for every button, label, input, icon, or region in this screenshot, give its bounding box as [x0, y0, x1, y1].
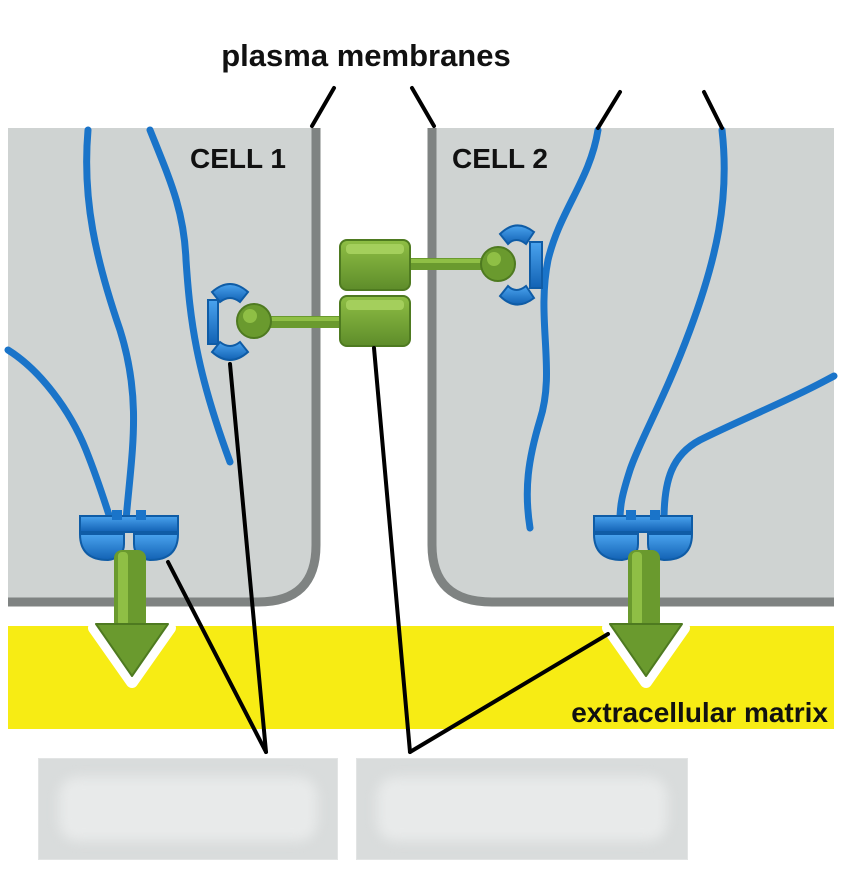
plasma-membrane-pointer-1	[310, 86, 336, 128]
extracellular-matrix-label: extracellular matrix	[571, 697, 828, 728]
cell-1-plasma-membrane	[8, 128, 321, 607]
label-line-right-b	[408, 632, 610, 754]
cell-2-matrix-anchor	[592, 510, 694, 562]
cell-1-matrix-anchor	[78, 510, 180, 562]
cell-1-fiber-3	[4, 346, 114, 522]
cell-2-adhesion-linker	[404, 246, 516, 282]
cell-1-fiber-2	[146, 126, 234, 466]
plasma-membrane-pointer-4	[702, 90, 724, 130]
cell-1-adhesion-linker	[236, 303, 348, 339]
cell-2-adhesion-clamp	[498, 224, 543, 306]
cell-2-label: CELL 2	[452, 143, 548, 174]
blank-label-box-left-fill	[59, 777, 317, 841]
label-line-right-a	[372, 346, 412, 754]
blank-label-box-right	[356, 758, 688, 860]
label-line-left-a	[166, 560, 268, 754]
plasma-membrane-pointer-2	[410, 86, 436, 128]
cell-1-label: CELL 1	[190, 143, 286, 174]
cell-1-adhesion-clamp	[207, 283, 250, 361]
adhesion-protein-lower	[339, 295, 411, 347]
blank-label-box-right-fill	[377, 777, 667, 841]
label-line-left-b	[228, 362, 268, 754]
cell-1-matrix-arrow	[88, 550, 176, 688]
cell-2-fiber-3	[660, 372, 838, 524]
cell-2-matrix-arrow	[602, 550, 690, 688]
adhesion-protein-upper	[339, 239, 411, 291]
plasma-membranes-label: plasma membranes	[221, 38, 510, 73]
cell-1-fiber-1	[83, 126, 137, 524]
plasma-membrane-pointer-3	[596, 90, 622, 130]
cell-2-plasma-membrane	[427, 128, 834, 607]
cell-2-fiber-1	[523, 126, 602, 532]
cell-2-fiber-2	[616, 126, 728, 524]
blank-label-box-left	[38, 758, 338, 860]
